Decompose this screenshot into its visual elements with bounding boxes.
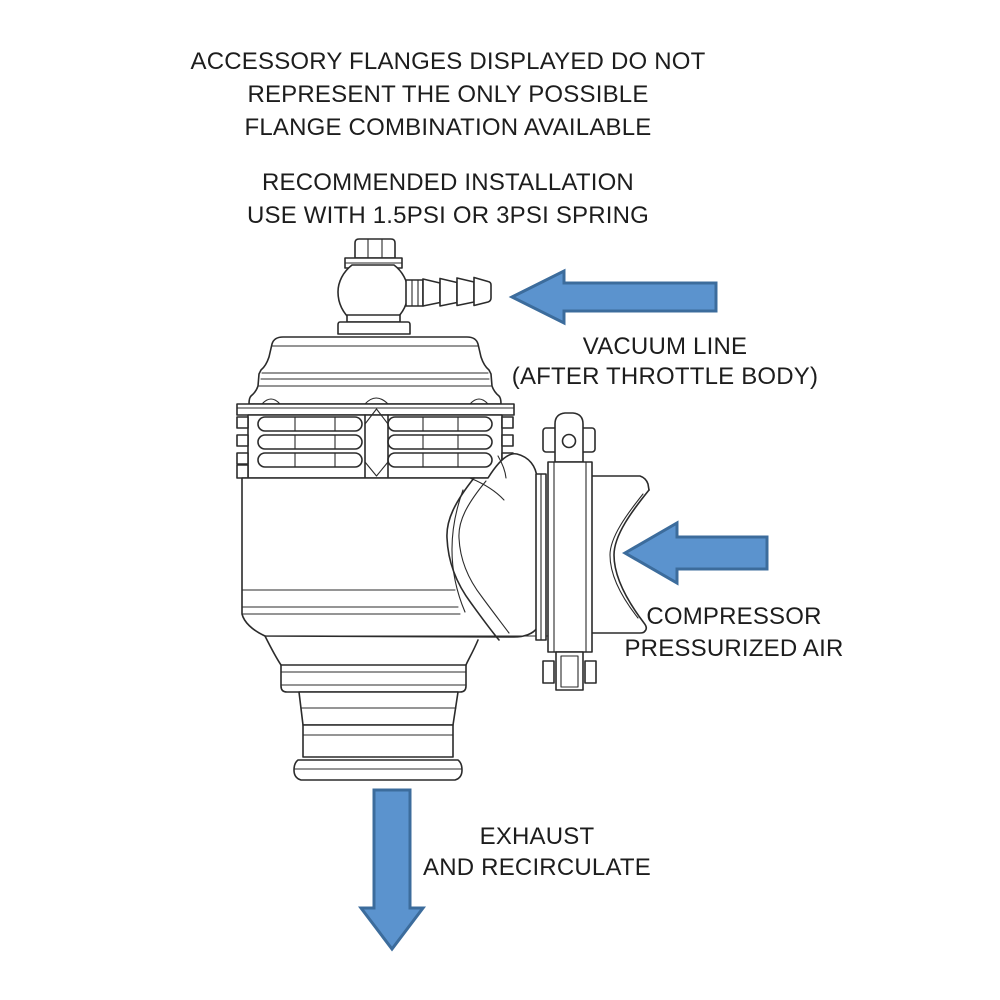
flow-arrows — [357, 268, 769, 952]
finned-collar — [236, 397, 515, 479]
valve-illustration — [236, 238, 650, 781]
compressor-arrow — [621, 520, 769, 586]
disclaimer-line-2: REPRESENT THE ONLY POSSIBLE — [247, 81, 649, 108]
hex-bolt — [344, 238, 403, 269]
disclaimer-line-3: FLANGE COMBINATION AVAILABLE — [244, 114, 652, 141]
cap-base — [337, 314, 411, 335]
weld-flange — [535, 473, 547, 641]
recommendation-line-1: RECOMMENDED INSTALLATION — [262, 169, 634, 196]
valve-body — [241, 453, 538, 641]
outlet-stack — [264, 635, 563, 781]
exhaust-label: EXHAUST AND RECIRCULATE — [387, 821, 687, 883]
vacuum-cap-ball — [337, 264, 409, 322]
disclaimer-line-1: ACCESSORY FLANGES DISPLAYED DO NOT — [190, 48, 706, 75]
v-band-clamp — [542, 412, 597, 691]
cap-dome — [248, 336, 502, 405]
disclaimer-note: ACCESSORY FLANGES DISPLAYED DO NOT REPRE… — [128, 45, 768, 144]
vacuum-label-line-1: VACUUM LINE — [582, 333, 748, 360]
recommendation-line-2: USE WITH 1.5PSI OR 3PSI SPRING — [246, 202, 650, 229]
compressor-air-label: COMPRESSOR PRESSURIZED AIR — [584, 601, 884, 665]
inlet-pipe — [591, 475, 650, 634]
vacuum-arrow — [508, 268, 718, 326]
compressor-label-line-2: PRESSURIZED AIR — [624, 635, 844, 662]
vacuum-line-label: VACUUM LINE (AFTER THROTTLE BODY) — [465, 332, 865, 392]
exhaust-arrow — [357, 788, 427, 952]
exhaust-label-line-2: AND RECIRCULATE — [423, 854, 651, 881]
recommendation-note: RECOMMENDED INSTALLATION USE WITH 1.5PSI… — [128, 166, 768, 232]
exhaust-label-line-1: EXHAUST — [479, 823, 595, 850]
vacuum-label-line-2: (AFTER THROTTLE BODY) — [511, 363, 819, 390]
compressor-label-line-1: COMPRESSOR — [646, 603, 822, 630]
vacuum-nipple — [405, 276, 492, 307]
